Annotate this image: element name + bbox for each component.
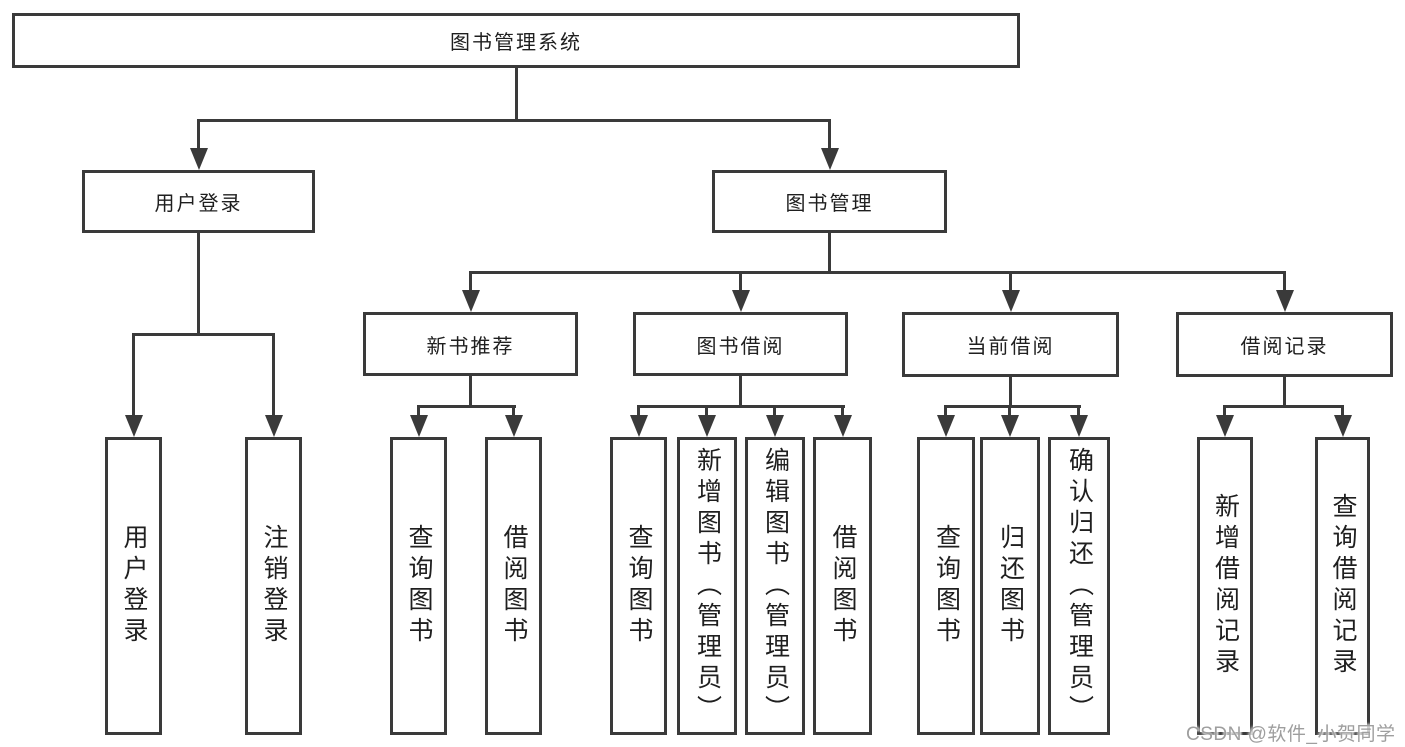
node-label: 图书管理系统 [450, 32, 582, 54]
arrowhead-down-icon [630, 415, 648, 437]
connector-line [1223, 405, 1344, 408]
connector-line [197, 122, 200, 151]
node-current-borrowing: 当前借阅 [902, 312, 1119, 377]
arrowhead-down-icon [410, 415, 428, 437]
connector-line [417, 405, 516, 408]
connector-line [1283, 376, 1286, 408]
connector-line [944, 408, 947, 418]
connector-line [1009, 376, 1012, 408]
leaf-return-book: 归还图书 [980, 437, 1040, 735]
connector-line [197, 233, 200, 336]
connector-line [1341, 408, 1344, 418]
connector-line [773, 408, 776, 418]
arrowhead-down-icon [190, 148, 208, 170]
arrowhead-down-icon [1001, 415, 1019, 437]
connector-line [944, 405, 1081, 408]
leaf-add-borrow-record: 新增借阅记录 [1197, 437, 1253, 735]
leaf-label: 编辑图书（管理员） [761, 446, 790, 726]
arrowhead-down-icon [1070, 415, 1088, 437]
connector-line [515, 68, 518, 122]
connector-line [132, 336, 135, 417]
connector-line [841, 408, 844, 418]
leaf-label: 借阅图书 [829, 524, 857, 648]
connector-line [469, 271, 1286, 274]
leaf-borrow-books-2: 借阅图书 [813, 437, 872, 735]
arrowhead-down-icon [1002, 290, 1020, 312]
arrowhead-down-icon [1276, 290, 1294, 312]
node-borrow-records: 借阅记录 [1176, 312, 1393, 377]
node-new-book-recommend: 新书推荐 [363, 312, 578, 376]
leaf-label: 用户登录 [120, 524, 148, 648]
node-book-borrowing: 图书借阅 [633, 312, 848, 376]
connector-line [512, 408, 515, 418]
node-label: 新书推荐 [426, 335, 515, 358]
node-label: 当前借阅 [966, 336, 1055, 358]
connector-line [1009, 274, 1012, 292]
node-label: 借阅记录 [1240, 336, 1329, 358]
leaf-query-books-3: 查询图书 [917, 437, 975, 735]
leaf-label: 确认归还（管理员） [1065, 446, 1094, 726]
arrowhead-down-icon [698, 415, 716, 437]
node-user-login: 用户登录 [82, 170, 315, 233]
leaf-label: 借阅图书 [500, 524, 528, 648]
leaf-edit-book-admin: 编辑图书（管理员） [745, 437, 805, 735]
leaf-logout: 注销登录 [245, 437, 302, 735]
leaf-label: 查询图书 [405, 524, 433, 648]
node-book-management: 图书管理 [712, 170, 947, 233]
leaf-label: 查询图书 [625, 524, 653, 648]
arrowhead-down-icon [937, 415, 955, 437]
arrowhead-down-icon [834, 415, 852, 437]
leaf-label: 新增借阅记录 [1211, 493, 1240, 679]
arrowhead-down-icon [125, 415, 143, 437]
leaf-label: 新增图书（管理员） [693, 446, 722, 726]
connector-line [469, 376, 472, 408]
leaf-label: 归还图书 [996, 524, 1025, 648]
connector-line [828, 233, 831, 274]
connector-line [197, 119, 831, 122]
leaf-query-books-1: 查询图书 [390, 437, 447, 735]
node-label: 图书管理 [785, 193, 874, 215]
arrowhead-down-icon [766, 415, 784, 437]
leaf-label: 查询图书 [932, 524, 961, 648]
arrowhead-down-icon [1334, 415, 1352, 437]
connector-line [637, 408, 640, 418]
connector-line [828, 122, 831, 151]
leaf-confirm-return-admin: 确认归还（管理员） [1048, 437, 1110, 735]
connector-line [637, 405, 845, 408]
leaf-query-borrow-record: 查询借阅记录 [1315, 437, 1370, 735]
connector-line [705, 408, 708, 418]
leaf-borrow-books-1: 借阅图书 [485, 437, 542, 735]
arrowhead-down-icon [462, 290, 480, 312]
arrowhead-down-icon [265, 415, 283, 437]
node-label: 图书借阅 [696, 335, 785, 358]
connector-line [739, 376, 742, 408]
connector-line [1283, 274, 1286, 292]
leaf-user-login: 用户登录 [105, 437, 162, 735]
leaf-add-book-admin: 新增图书（管理员） [677, 437, 737, 735]
connector-line [469, 274, 472, 292]
connector-line [132, 333, 275, 336]
arrowhead-down-icon [821, 148, 839, 170]
csdn-watermark: CSDN @软件_小贺同学 [1186, 724, 1396, 745]
arrowhead-down-icon [505, 415, 523, 437]
node-label: 用户登录 [154, 193, 243, 215]
leaf-query-books-2: 查询图书 [610, 437, 667, 735]
connector-line [417, 408, 420, 418]
connector-line [1077, 408, 1080, 418]
connector-line [272, 336, 275, 417]
leaf-label: 注销登录 [260, 524, 288, 648]
connector-line [739, 274, 742, 292]
arrowhead-down-icon [732, 290, 750, 312]
connector-line [1008, 408, 1011, 418]
node-library-system: 图书管理系统 [12, 13, 1020, 68]
leaf-label: 查询借阅记录 [1329, 493, 1357, 679]
connector-line [1223, 408, 1226, 418]
arrowhead-down-icon [1216, 415, 1234, 437]
